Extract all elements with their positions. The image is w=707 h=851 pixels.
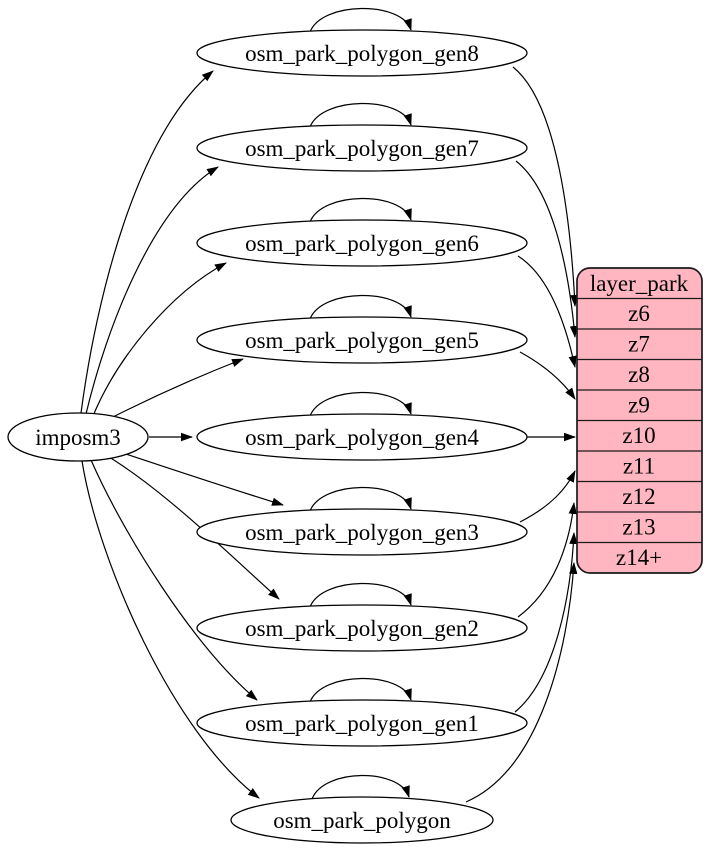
node-gen7-shape <box>196 124 528 172</box>
node-gen5-shape <box>196 316 528 364</box>
node-osm-park-polygon-gen6: osm_park_polygon_gen6 <box>196 219 528 267</box>
node-gen1-shape <box>196 699 528 747</box>
self-loop-gen4 <box>309 391 412 417</box>
node-gen1-label: osm_park_polygon_gen1 <box>245 711 479 736</box>
table-row-z10: z10 <box>622 423 655 448</box>
node-gen6-label: osm_park_polygon_gen6 <box>245 231 479 256</box>
edge-gen1-to-z13 <box>514 532 578 713</box>
edge-imposm3-to-gen1 <box>90 459 258 701</box>
edge-gen6-to-z8 <box>517 255 577 368</box>
node-osm-park-polygon-gen4: osm_park_polygon_gen4 <box>196 413 528 461</box>
edge-gen3-to-z11 <box>519 470 576 523</box>
self-loop-polygon <box>311 774 410 800</box>
node-gen2-shape <box>196 604 528 652</box>
node-gen7-label: osm_park_polygon_gen7 <box>245 136 479 161</box>
node-osm-park-polygon: osm_park_polygon <box>230 796 494 844</box>
edge-imposm3-to-gen7 <box>85 166 219 415</box>
table-row-z14: z14+ <box>616 545 662 570</box>
node-gen4-shape <box>196 413 528 461</box>
self-loop-gen7 <box>309 102 412 128</box>
edge-gen5-to-z9 <box>519 351 576 400</box>
edge-polygon-to-z14 <box>465 562 578 803</box>
node-osm-park-polygon-gen5: osm_park_polygon_gen5 <box>196 316 528 364</box>
edge-imposm3-to-gen5 <box>104 358 244 422</box>
node-osm-park-polygon-gen2: osm_park_polygon_gen2 <box>196 604 528 652</box>
self-loop-gen8 <box>309 7 412 33</box>
table-row-z11: z11 <box>623 454 655 479</box>
self-loop-gen5 <box>309 294 412 320</box>
node-osm-park-polygon-gen8: osm_park_polygon_gen8 <box>196 29 528 77</box>
node-gen8-label: osm_park_polygon_gen8 <box>245 41 479 66</box>
edge-gen2-to-z12 <box>517 502 577 618</box>
table-row-z9: z9 <box>628 393 650 418</box>
node-gen2-label: osm_park_polygon_gen2 <box>245 616 479 641</box>
table-row-z6: z6 <box>628 301 650 326</box>
node-gen3-label: osm_park_polygon_gen3 <box>245 520 479 545</box>
node-gen6-shape <box>196 219 528 267</box>
edge-imposm3-to-gen3 <box>122 452 284 506</box>
table-header-label: layer_park <box>590 271 689 296</box>
table-layer-park: layer_park z6 z7 z8 z9 z10 z11 z12 z13 z… <box>576 267 703 574</box>
table-row-z12: z12 <box>622 484 655 509</box>
node-gen4-label: osm_park_polygon_gen4 <box>245 425 479 450</box>
edge-imposm3-to-polygon <box>81 460 260 799</box>
node-gen5-label: osm_park_polygon_gen5 <box>245 328 479 353</box>
edge-imposm3-to-gen2 <box>108 456 280 600</box>
node-gen8-shape <box>196 29 528 77</box>
edges-to-layer-rows <box>465 66 579 803</box>
self-loop-gen1 <box>309 677 412 703</box>
table-row-z13: z13 <box>622 515 655 540</box>
self-loop-gen3 <box>309 486 412 512</box>
node-imposm3-label: imposm3 <box>35 425 121 450</box>
edge-gen8-to-z6 <box>512 66 579 307</box>
node-imposm3-shape <box>7 412 149 462</box>
node-polygon-shape <box>230 796 494 844</box>
edges-from-imposm3 <box>80 70 284 799</box>
node-osm-park-polygon-gen3: osm_park_polygon_gen3 <box>196 508 528 556</box>
self-loop-gen6 <box>309 197 412 223</box>
edge-imposm3-to-gen6 <box>92 262 227 417</box>
node-polygon-label: osm_park_polygon <box>273 808 451 833</box>
node-gen3-shape <box>196 508 528 556</box>
self-loops <box>309 7 412 800</box>
node-osm-park-polygon-gen1: osm_park_polygon_gen1 <box>196 699 528 747</box>
node-osm-park-polygon-gen7: osm_park_polygon_gen7 <box>196 124 528 172</box>
edge-imposm3-to-gen8 <box>80 70 214 414</box>
edge-gen7-to-z7 <box>515 160 579 338</box>
node-imposm3: imposm3 <box>7 412 149 462</box>
table-row-z8: z8 <box>628 362 650 387</box>
table-row-z7: z7 <box>628 332 650 357</box>
self-loop-gen2 <box>309 582 412 608</box>
